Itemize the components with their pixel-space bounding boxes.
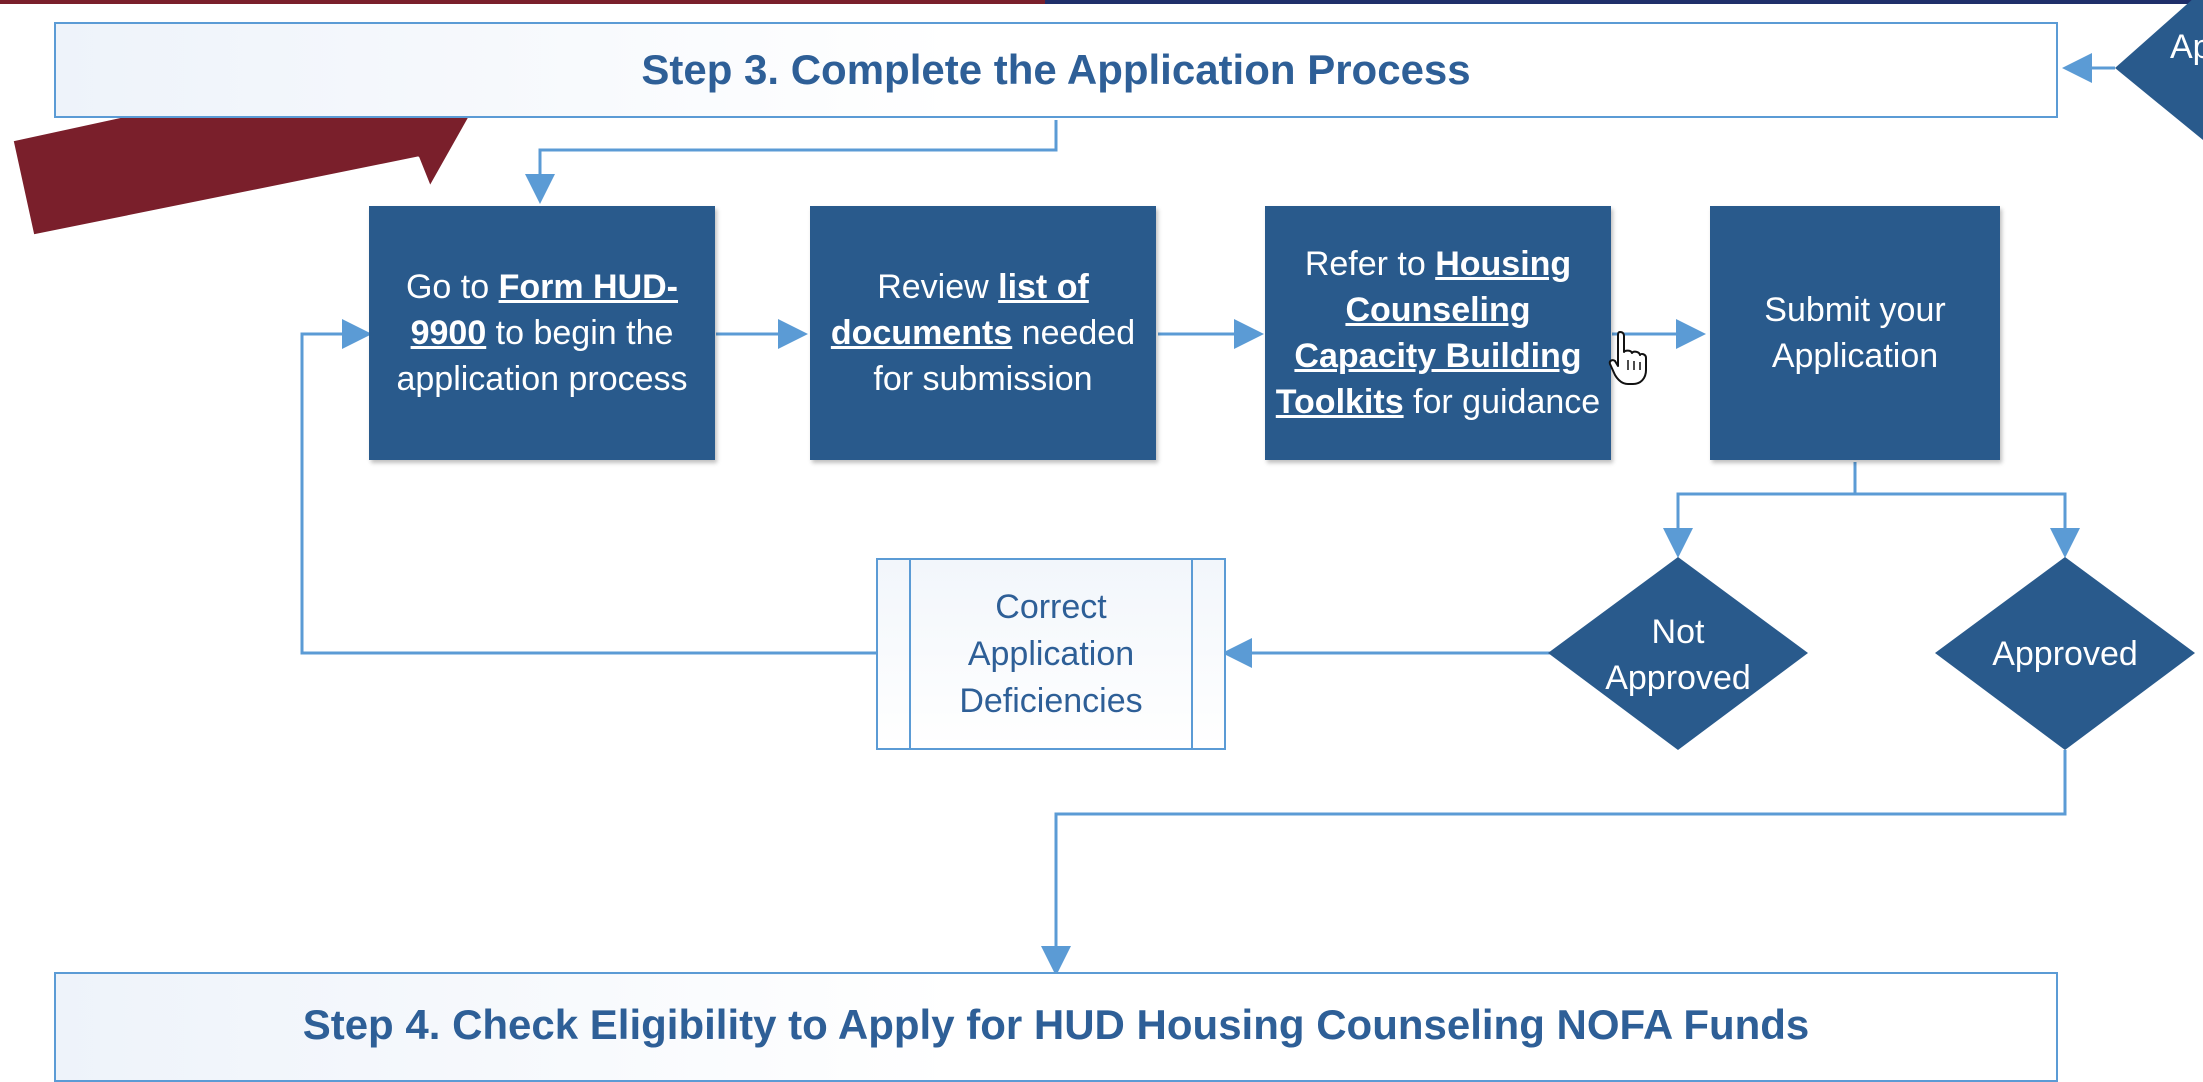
connector-approved-to-step4	[1041, 750, 2067, 976]
capacity-building-toolkits-link[interactable]: Housing Counseling Capacity Building Too…	[1275, 245, 1582, 421]
offscreen-decision-diamond	[2115, 0, 2203, 140]
connector-step3-to-form	[525, 120, 1058, 204]
form-hud-9900-link[interactable]: Form HUD-9900	[410, 268, 679, 352]
connector-submit-split	[1663, 462, 1857, 558]
not-approved-label: Not Approved	[1605, 613, 1751, 697]
toolkits-box: Refer to Housing Counseling Capacity Bui…	[1265, 206, 1611, 460]
connector-submit-to-approved	[1855, 492, 2080, 558]
approved-diamond	[1935, 557, 2195, 750]
not-approved-diamond	[1548, 557, 1808, 750]
process-bar-right	[1191, 560, 1193, 748]
step4-banner: Step 4. Check Eligibility to Apply for H…	[54, 972, 2058, 1082]
approved-label: Approved	[1992, 635, 2138, 673]
step4-title: Step 4. Check Eligibility to Apply for H…	[302, 1001, 1810, 1048]
top-accent-bar-blue	[1045, 0, 2203, 4]
connector-correct-to-form	[300, 319, 876, 655]
step3-banner: Step 3. Complete the Application Process	[54, 22, 2058, 118]
top-accent-bar-red	[0, 0, 1045, 4]
process-bar-left	[909, 560, 911, 748]
form-hud-9900-box: Go to Form HUD-9900 to begin the applica…	[369, 206, 715, 460]
hand-cursor-icon	[1608, 331, 1647, 385]
offscreen-decision-label: Ap	[2170, 28, 2203, 66]
step3-title: Step 3. Complete the Application Process	[641, 46, 1471, 93]
submit-application-box: Submit your Application	[1710, 206, 2000, 460]
review-documents-box: Review list of documents needed for subm…	[810, 206, 1156, 460]
correct-deficiencies-box: Correct Application Deficiencies	[876, 558, 1226, 750]
list-of-documents-link[interactable]: list of documents	[830, 268, 1089, 352]
